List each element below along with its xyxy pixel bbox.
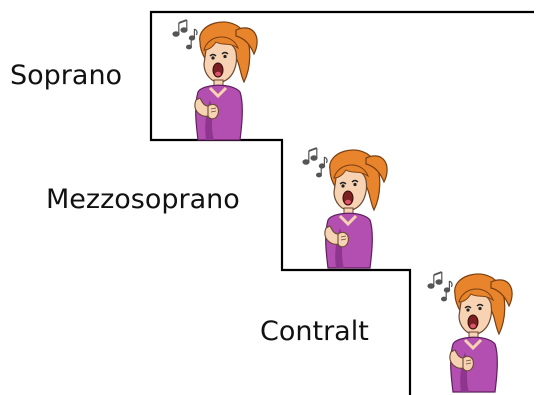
singing-woman-icon: [301, 146, 389, 270]
step-label-contralt: Contralt: [260, 316, 369, 347]
singing-woman-icon: [171, 18, 259, 142]
step-label-soprano: Soprano: [10, 60, 123, 91]
singing-woman-icon: [426, 270, 514, 394]
staircase-line: [149, 10, 534, 395]
step-label-mezzosoprano: Mezzosoprano: [46, 184, 240, 215]
